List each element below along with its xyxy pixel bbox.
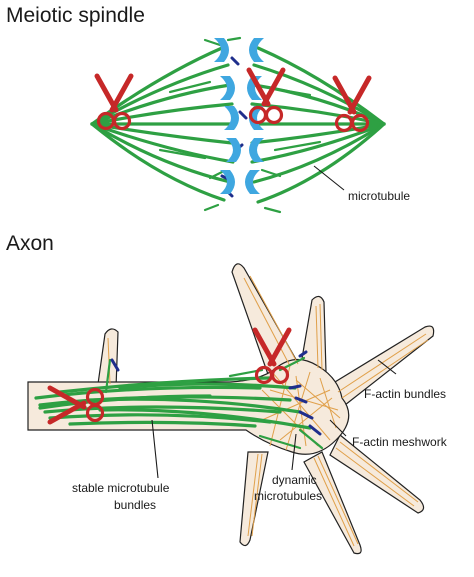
kinetochore-icon: [220, 76, 235, 100]
filopodium: [329, 434, 425, 514]
stable-microtubules-leader: [151, 419, 159, 479]
filopodium: [239, 451, 269, 547]
kinetochore-icon: [224, 106, 239, 130]
dynamic-microtubules-label-line2: microtubules: [254, 489, 322, 503]
stable-microtubules-label-line1: stable microtubule: [72, 481, 170, 495]
axon-title: Axon: [6, 232, 54, 255]
stable-microtubules-label-line2: bundles: [114, 498, 156, 512]
microtubule-label: microtubule: [348, 189, 410, 203]
f-actin-meshwork-label: F-actin meshwork: [352, 435, 448, 449]
microtubule-leader: [313, 165, 345, 191]
filopodium: [303, 451, 362, 555]
spindle-title: Meiotic spindle: [6, 4, 145, 27]
filopodium: [97, 328, 119, 389]
dynamic-microtubules-label-line1: dynamic: [272, 473, 317, 487]
f-actin-bundles-leader: [377, 359, 397, 375]
f-actin-meshwork-leader: [329, 419, 347, 437]
kinetochore-icon: [220, 170, 235, 194]
f-actin-bundles-label: F-actin bundles: [364, 387, 446, 401]
dynamic-microtubules-leader: [291, 433, 297, 471]
axon-plus-ends: [110, 350, 322, 436]
kinetochores: [214, 38, 264, 194]
